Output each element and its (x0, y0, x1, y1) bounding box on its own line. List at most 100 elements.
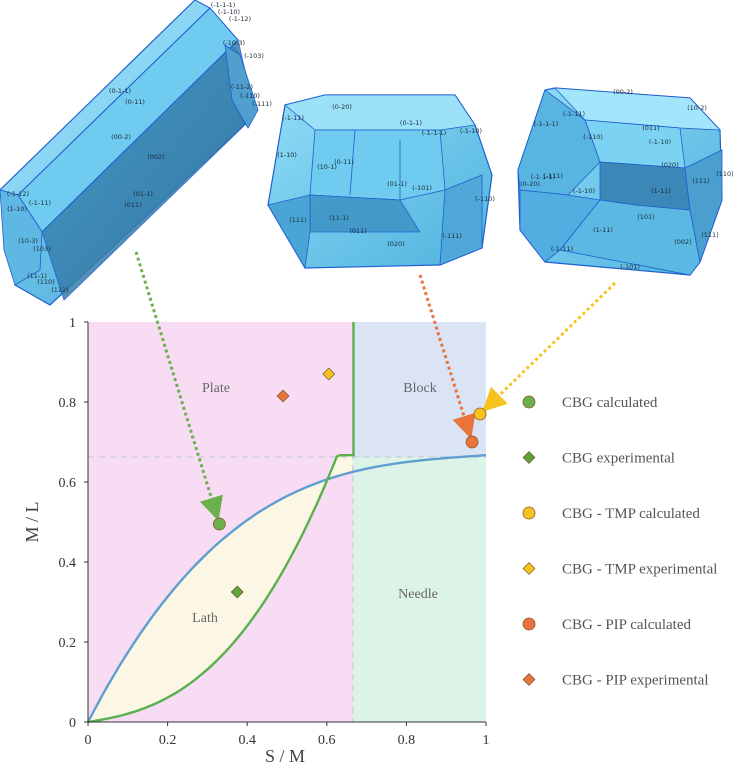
facet-label: (-1-11) (551, 245, 573, 253)
boundary-curve-green (87, 322, 355, 724)
facet-label: (00-2) (613, 88, 633, 96)
facet-label: (110) (37, 278, 54, 286)
facet-label: (0-20) (520, 180, 540, 188)
region-needle (353, 457, 486, 722)
facet-label: (-1-10) (573, 187, 595, 195)
region-label-plate: Plate (202, 381, 230, 396)
crystal-block-tmp-illustration: (00-2) (10-2) (-1-1-1) (-1-11) (011) (-110) (-… (517, 87, 733, 276)
facet-label: (-1-10) (460, 127, 482, 135)
data-point-series-5 (276, 389, 290, 403)
y-axis-label: M / L (22, 501, 42, 542)
facet-label: (-10-3) (223, 39, 245, 47)
facet-label: (103) (33, 245, 50, 253)
region-label-needle: Needle (398, 587, 438, 602)
crystal-block-pip-illustration: (0-20)(-1-11)(0-1-1)(-1-1-1)(-1-10)(1-10… (267, 94, 495, 270)
facet-label: (011) (642, 124, 659, 132)
facet-label: (-110) (240, 92, 260, 100)
facet-label: (-110) (583, 133, 603, 141)
facet-label: (002) (674, 238, 691, 246)
facet-label: (-110) (475, 195, 495, 203)
facet-label: (10-2) (687, 104, 707, 112)
facet-label: (-111) (252, 100, 272, 108)
facet-label: (1-11) (651, 187, 671, 195)
facet-label: (1-10) (277, 151, 297, 159)
x-tick-label: 0.8 (398, 733, 416, 748)
data-point-series-0 (212, 517, 226, 531)
x-axis-label: S / M (265, 746, 305, 766)
legend-label-2: CBG - TMP calculated (562, 506, 700, 522)
y-tick-label: 0.2 (59, 636, 77, 651)
facet-label: (-1-11) (282, 114, 304, 122)
facet-label: (-103) (244, 52, 264, 60)
facet-label: (011) (349, 227, 366, 235)
legend-marker-5 (522, 673, 536, 686)
facet-label: (110) (716, 170, 733, 178)
facet-label: (10-1) (317, 163, 337, 171)
y-tick-label: 0.6 (59, 476, 77, 491)
y-tick-label: 0 (69, 716, 76, 731)
facet-label: (111) (701, 231, 718, 239)
x-tick-label: 1 (483, 733, 490, 748)
facet-label: (0-11) (125, 98, 145, 106)
crystal-lath-illustration: (-1-1-1)(-1-10)(-1-12)(-10-3)(-103)(0-1-… (0, 0, 272, 306)
facet-label: (-1-1-1) (211, 1, 236, 9)
facet-label: (111) (289, 216, 306, 224)
facet-label: (1-11) (593, 226, 613, 234)
facet-label: (-1-10) (649, 138, 671, 146)
facet-label: (-11-2) (231, 83, 253, 91)
x-tick-label: 0.4 (238, 733, 256, 748)
facet-label: (00-2) (111, 133, 131, 141)
facet-label: (-1-1-1) (422, 129, 447, 137)
facet-label: (-111) (442, 232, 462, 240)
facet-label: (111) (692, 177, 709, 185)
facet-label: (-101) (620, 263, 640, 271)
facet-label: (002) (147, 153, 164, 161)
legend-label-1: CBG experimental (562, 451, 675, 467)
data-point-series-2 (473, 407, 487, 421)
region-label-block: Block (403, 381, 436, 396)
facet-label: (-1-10) (218, 8, 240, 16)
legend-marker-2 (522, 506, 536, 520)
legend-marker-1 (522, 451, 536, 464)
legend-label-4: CBG - PIP calculated (562, 617, 692, 633)
arrow-block-tmp (482, 281, 617, 412)
facet-label: (01-1) (133, 190, 153, 198)
legend-label-0: CBG calculated (562, 395, 658, 411)
facet-label: (1-10) (7, 205, 27, 213)
region-label-lath: Lath (192, 611, 218, 626)
boundary-curve-blue (86, 454, 487, 723)
facet-label: (-101) (412, 184, 432, 192)
facet-label: (-1-1-1) (531, 173, 556, 181)
facet-label: (-1-12) (229, 15, 251, 23)
legend-marker-4 (522, 617, 536, 631)
facet-label: (11-1) (329, 214, 349, 222)
legend-label-5: CBG - PIP experimental (562, 673, 709, 689)
data-point-series-4 (465, 435, 479, 449)
data-point-series-3 (322, 367, 336, 381)
y-tick-label: 1 (69, 316, 76, 331)
x-tick-label: 0.6 (318, 733, 336, 748)
facet-label: (112) (51, 286, 68, 294)
y-tick-label: 0.4 (59, 556, 77, 571)
facet-label: (101) (637, 213, 654, 221)
facet-label: (0-1-1) (109, 87, 131, 95)
facet-label: (-1-12) (7, 190, 29, 198)
legend-marker-0 (522, 395, 536, 409)
facet-label: (020) (661, 161, 678, 169)
facet-label: (-1-1-1) (534, 120, 559, 128)
legend-marker-3 (522, 562, 536, 575)
y-tick-label: 0.8 (59, 396, 77, 411)
data-point-series-1 (230, 585, 244, 599)
facet-label: (10-3) (18, 237, 38, 245)
facet-label: (020) (387, 240, 404, 248)
legend-label-3: CBG - TMP experimental (562, 562, 717, 578)
facet-label: (-111) (543, 172, 563, 180)
facet-label: (-1-11) (563, 110, 585, 118)
facet-label: (011) (124, 201, 141, 209)
x-tick-label: 0 (85, 733, 92, 748)
facet-label: (0-1-1) (400, 119, 422, 127)
region-lath (88, 455, 354, 722)
